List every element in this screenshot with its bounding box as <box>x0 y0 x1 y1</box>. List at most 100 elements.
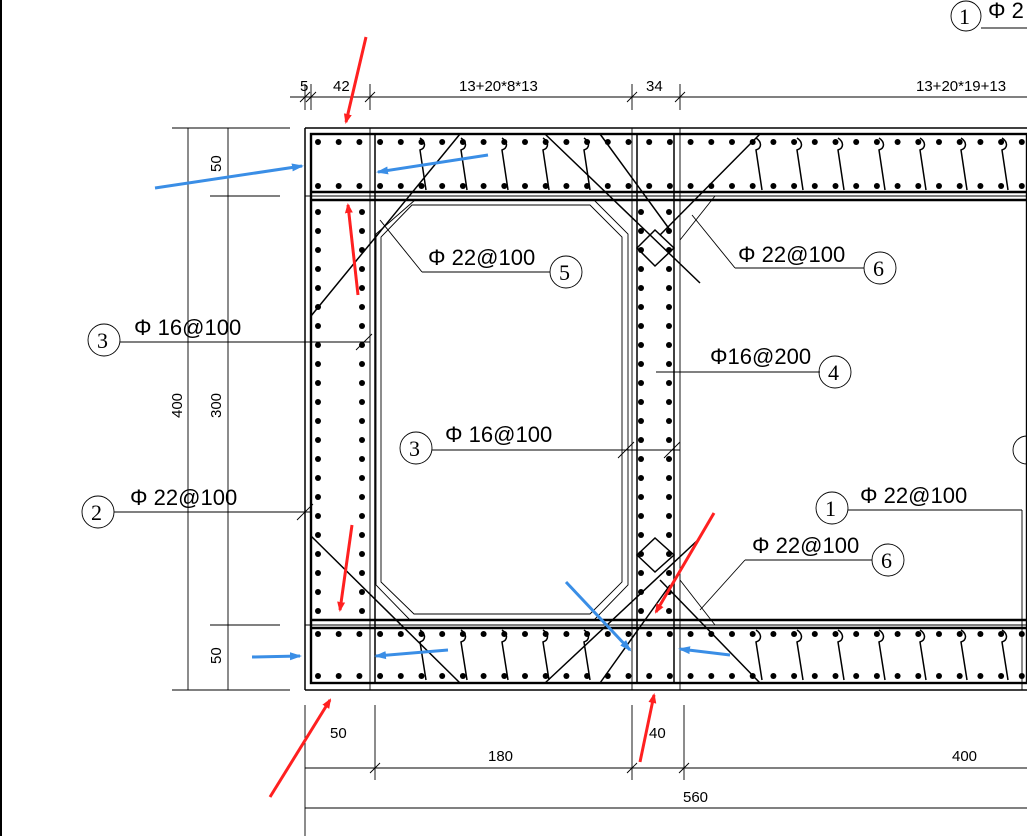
rebar-dot <box>666 209 672 215</box>
rebar-dot <box>977 631 984 637</box>
rebar-dot <box>832 631 839 637</box>
stirrup <box>878 629 886 681</box>
rebar-dot <box>480 183 487 189</box>
red-arrows <box>268 36 716 798</box>
rebar-dot <box>315 399 321 405</box>
rebar-dot <box>666 570 672 576</box>
rebar-dot <box>359 418 365 424</box>
dim-top-5: 13+20*19+13 <box>916 78 1006 95</box>
rebar-dot <box>359 247 365 253</box>
rebar-dot <box>666 456 672 462</box>
rebar-dot <box>397 139 404 145</box>
rebar-dot <box>666 247 672 253</box>
rebar-dot <box>418 139 425 145</box>
svg-text:Φ 22@100: Φ 22@100 <box>130 485 237 510</box>
rebar-dot <box>791 673 798 679</box>
rebar-dot <box>729 139 735 145</box>
rebar-dot <box>977 673 984 679</box>
rebar-dot <box>459 673 466 679</box>
rebar-dot <box>563 631 570 637</box>
dim-bottom-3: 40 <box>649 725 666 742</box>
rebar-dot <box>894 631 901 637</box>
rebar-dot <box>729 631 735 637</box>
rebar-dot <box>687 139 694 145</box>
rebar-dot <box>998 139 1005 145</box>
rebar-dot <box>315 551 321 557</box>
rebar-dot <box>873 673 880 679</box>
stirrup <box>460 629 468 681</box>
svg-text:5: 5 <box>559 260 570 285</box>
rebar-dot <box>359 304 365 310</box>
rebar-dot <box>542 139 549 145</box>
rebar-dot <box>418 183 425 189</box>
rebar-dot <box>638 437 644 443</box>
rebar-dot <box>418 631 425 637</box>
rebar-dot <box>791 631 798 637</box>
rebar-dot <box>315 570 321 576</box>
rebar-dot <box>315 673 321 679</box>
rebar-dot <box>666 608 672 614</box>
dim-top-1: 5 <box>300 78 308 95</box>
rebar-dot <box>359 399 365 405</box>
red-arrow-5 <box>268 698 332 798</box>
rebar-dot <box>936 139 942 145</box>
rebar-dot <box>998 631 1005 637</box>
rebar-dot <box>625 139 632 145</box>
rebar-dot <box>359 285 365 291</box>
rebar-dot <box>666 475 672 481</box>
rebar-dot <box>584 673 591 679</box>
rebar-dot <box>315 513 321 519</box>
rebar-dot <box>315 380 321 386</box>
rebar-dot <box>638 589 644 595</box>
rebar-dot <box>563 673 570 679</box>
rebar-dot <box>791 183 798 189</box>
rebar-dot <box>501 139 508 145</box>
rebar-dot <box>666 228 672 234</box>
rebar-dot <box>584 631 591 637</box>
rebar-dot <box>666 304 672 310</box>
stirrup <box>837 629 845 681</box>
stirrup <box>501 629 509 681</box>
red-arrow-3 <box>337 524 354 612</box>
rebar-dot <box>791 139 798 145</box>
rebar-dot <box>335 673 342 679</box>
rebar-dot <box>956 673 963 679</box>
rebar-dots <box>315 139 1025 679</box>
rebar-dot <box>459 139 466 145</box>
rebar-dot <box>998 673 1005 679</box>
rebar-dot <box>638 456 644 462</box>
rebar-dot <box>439 673 446 679</box>
rebar-dot <box>604 183 611 189</box>
rebar-dot <box>522 631 528 637</box>
rebar-dot <box>397 183 404 189</box>
rebar-dot <box>315 247 321 253</box>
rebar-dot <box>359 361 365 367</box>
dim-bottom-2: 180 <box>488 748 513 765</box>
rebar-dot <box>625 631 632 637</box>
rebar-dot <box>638 418 644 424</box>
rebar-dot <box>359 228 365 234</box>
rebar-dot <box>853 631 860 637</box>
rebar-dot <box>315 342 321 348</box>
svg-text:6: 6 <box>881 548 892 573</box>
rebar-dot <box>749 139 756 145</box>
rebar-dot <box>359 266 365 272</box>
rebar-dot <box>335 183 342 189</box>
rebar-dot <box>638 209 644 215</box>
rebar-dot <box>915 183 922 189</box>
rebar-dot <box>666 673 673 679</box>
callout-1-top: 1 Φ 2 <box>950 0 1027 32</box>
rebar-dot <box>625 183 632 189</box>
svg-text:Φ16@200: Φ16@200 <box>710 344 811 369</box>
callout-1-right: 1 Φ 22@100 <box>815 435 1027 690</box>
rebar-dot <box>563 139 570 145</box>
dim-top-3: 13+20*8*13 <box>459 78 538 95</box>
red-arrow-2 <box>344 203 360 296</box>
rebar-dot <box>397 631 404 637</box>
rebar-dot <box>315 475 321 481</box>
rebar-dot <box>638 361 644 367</box>
rebar-dot <box>359 570 365 576</box>
red-arrow-1 <box>343 36 368 124</box>
rebar-dot <box>638 399 644 405</box>
rebar-dot <box>522 139 528 145</box>
